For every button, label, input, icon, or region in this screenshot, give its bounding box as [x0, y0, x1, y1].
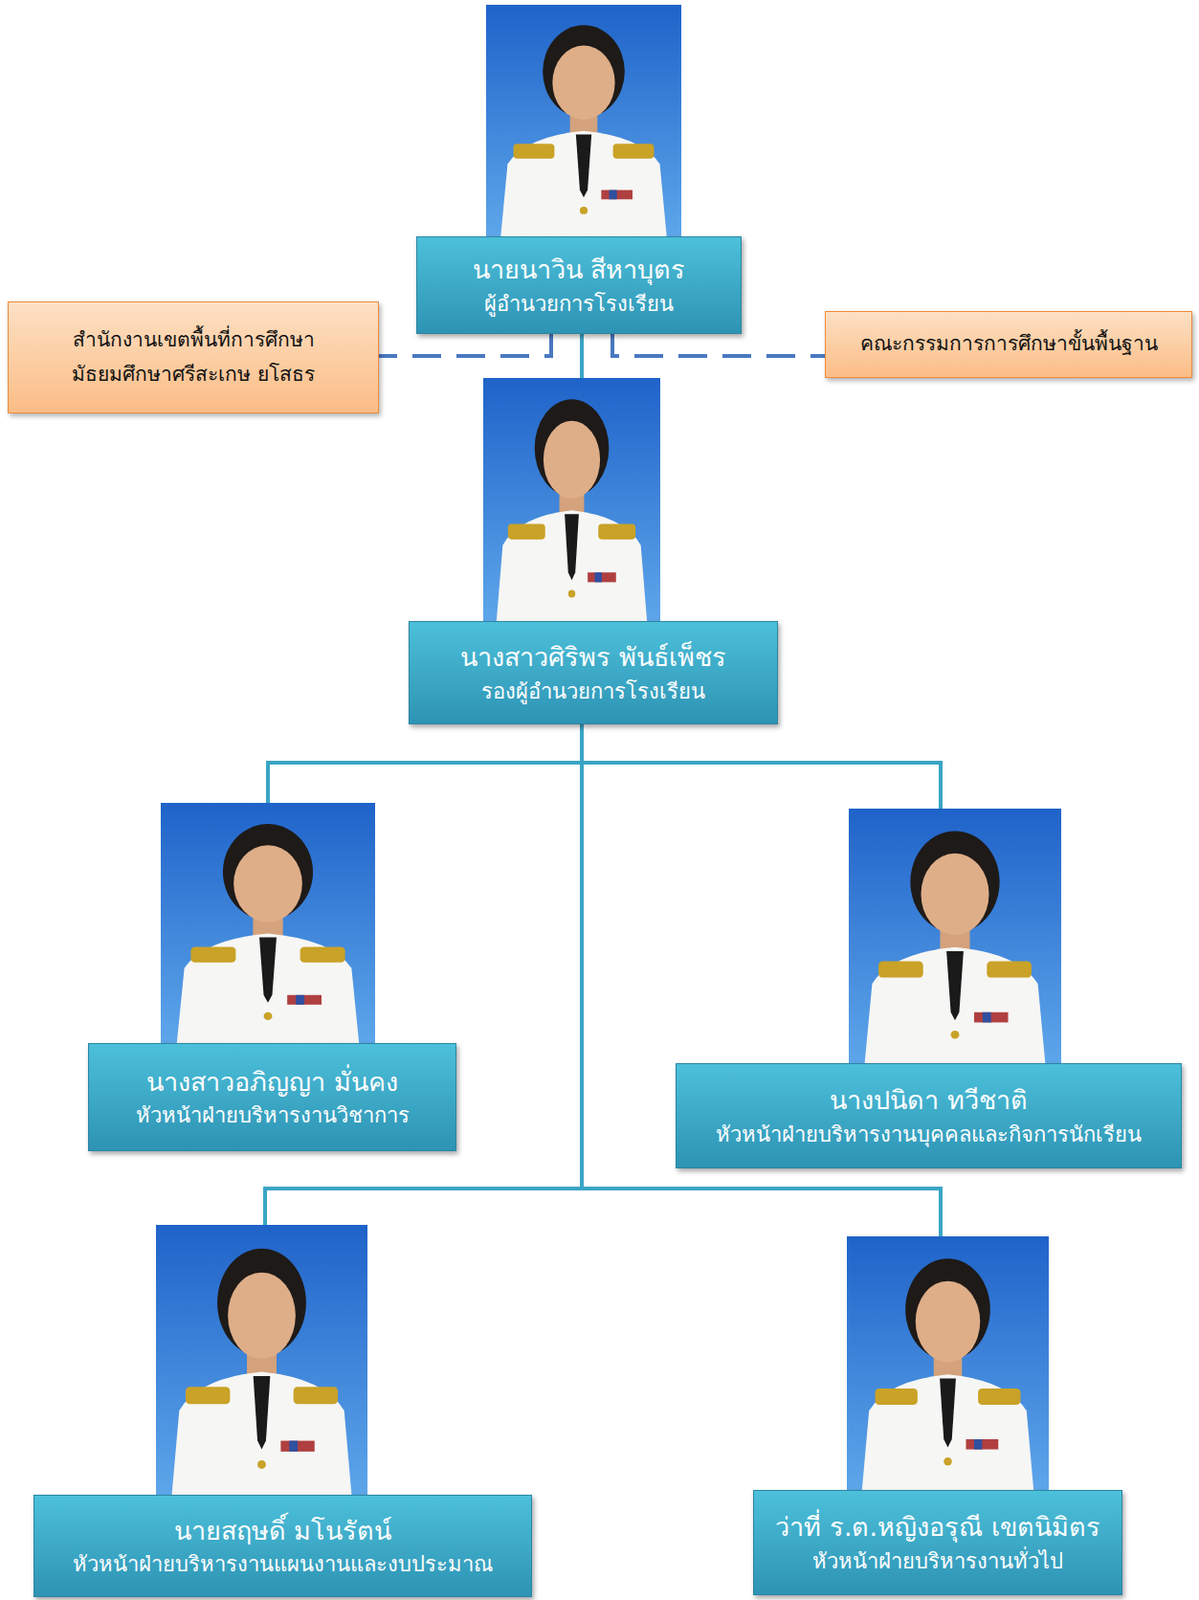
- dashed-link: [378, 333, 552, 356]
- caption-box: นายสฤษดิ์ มโนรัตน์หัวหน้าฝ่ายบริหารงานแผ…: [33, 1494, 533, 1598]
- caption-box: นายนาวิน สีหาบุตรผู้อำนวยการโรงเรียน: [416, 236, 742, 334]
- position-text: รองผู้อำนวยการโรงเรียน: [481, 676, 706, 708]
- agency-box: คณะกรรมการการศึกษาขั้นพื้นฐาน: [824, 310, 1193, 378]
- portrait-photo: [483, 377, 661, 622]
- position-text: หัวหน้าฝ่ายบริหารงานแผนงานและงบประมาณ: [72, 1549, 493, 1580]
- name-text: สำนักงานเขตพื้นที่การศึกษา มัธยมศึกษาศรี…: [22, 323, 365, 392]
- staff-node: นายสฤษดิ์ มโนรัตน์หัวหน้าฝ่ายบริหารงานแผ…: [33, 1224, 533, 1598]
- name-text: ว่าที่ ร.ต.หญิงอรุณี เขตนิมิตร: [775, 1508, 1100, 1546]
- position-text: หัวหน้าฝ่ายบริหารงานทั่วไป: [812, 1546, 1064, 1577]
- caption-box: คณะกรรมการการศึกษาขั้นพื้นฐาน: [824, 310, 1193, 378]
- position-text: ผู้อำนวยการโรงเรียน: [484, 288, 674, 320]
- staff-node: นางสาวอภิญญา มั่นคงหัวหน้าฝ่ายบริหารงานว…: [88, 802, 457, 1152]
- caption-box: สำนักงานเขตพื้นที่การศึกษา มัธยมศึกษาศรี…: [7, 301, 379, 414]
- reporting-line: [579, 333, 584, 378]
- caption-box: นางสาวอภิญญา มั่นคงหัวหน้าฝ่ายบริหารงานว…: [88, 1043, 457, 1152]
- portrait-photo: [486, 4, 682, 237]
- portrait-photo: [848, 808, 1062, 1064]
- portrait-photo: [160, 802, 376, 1044]
- position-text: หัวหน้าฝ่ายบริหารงานบุคคลและกิจการนักเรี…: [715, 1119, 1142, 1151]
- staff-node: นายนาวิน สีหาบุตรผู้อำนวยการโรงเรียน: [416, 4, 742, 334]
- caption-box: นางสาวศิริพร พันธ์เพ็ชรรองผู้อำนวยการโรง…: [408, 621, 778, 725]
- reporting-line: [267, 724, 582, 803]
- dashed-link: [612, 333, 825, 356]
- name-text: นางปนิดา ทวีชาติ: [829, 1081, 1028, 1119]
- staff-node: ว่าที่ ร.ต.หญิงอรุณี เขตนิมิตรหัวหน้าฝ่า…: [753, 1236, 1123, 1596]
- name-text: นายสฤษดิ์ มโนรัตน์: [174, 1511, 393, 1550]
- portrait-photo: [846, 1236, 1049, 1490]
- caption-box: ว่าที่ ร.ต.หญิงอรุณี เขตนิมิตรหัวหน้าฝ่า…: [753, 1489, 1123, 1596]
- staff-node: นางปนิดา ทวีชาติหัวหน้าฝ่ายบริหารงานบุคค…: [675, 808, 1182, 1169]
- name-text: นางสาวอภิญญา มั่นคง: [146, 1063, 399, 1101]
- name-text: คณะกรรมการการศึกษาขั้นพื้นฐาน: [860, 327, 1158, 362]
- caption-box: นางปนิดา ทวีชาติหัวหน้าฝ่ายบริหารงานบุคค…: [675, 1063, 1182, 1169]
- staff-node: นางสาวศิริพร พันธ์เพ็ชรรองผู้อำนวยการโรง…: [408, 377, 778, 725]
- position-text: หัวหน้าฝ่ายบริหารงานวิชาการ: [135, 1100, 410, 1132]
- name-text: นายนาวิน สีหาบุตร: [472, 250, 687, 289]
- agency-box: สำนักงานเขตพื้นที่การศึกษา มัธยมศึกษาศรี…: [7, 301, 379, 414]
- reporting-line: [581, 724, 941, 809]
- portrait-photo: [155, 1224, 368, 1495]
- name-text: นางสาวศิริพร พันธ์เพ็ชร: [460, 638, 727, 676]
